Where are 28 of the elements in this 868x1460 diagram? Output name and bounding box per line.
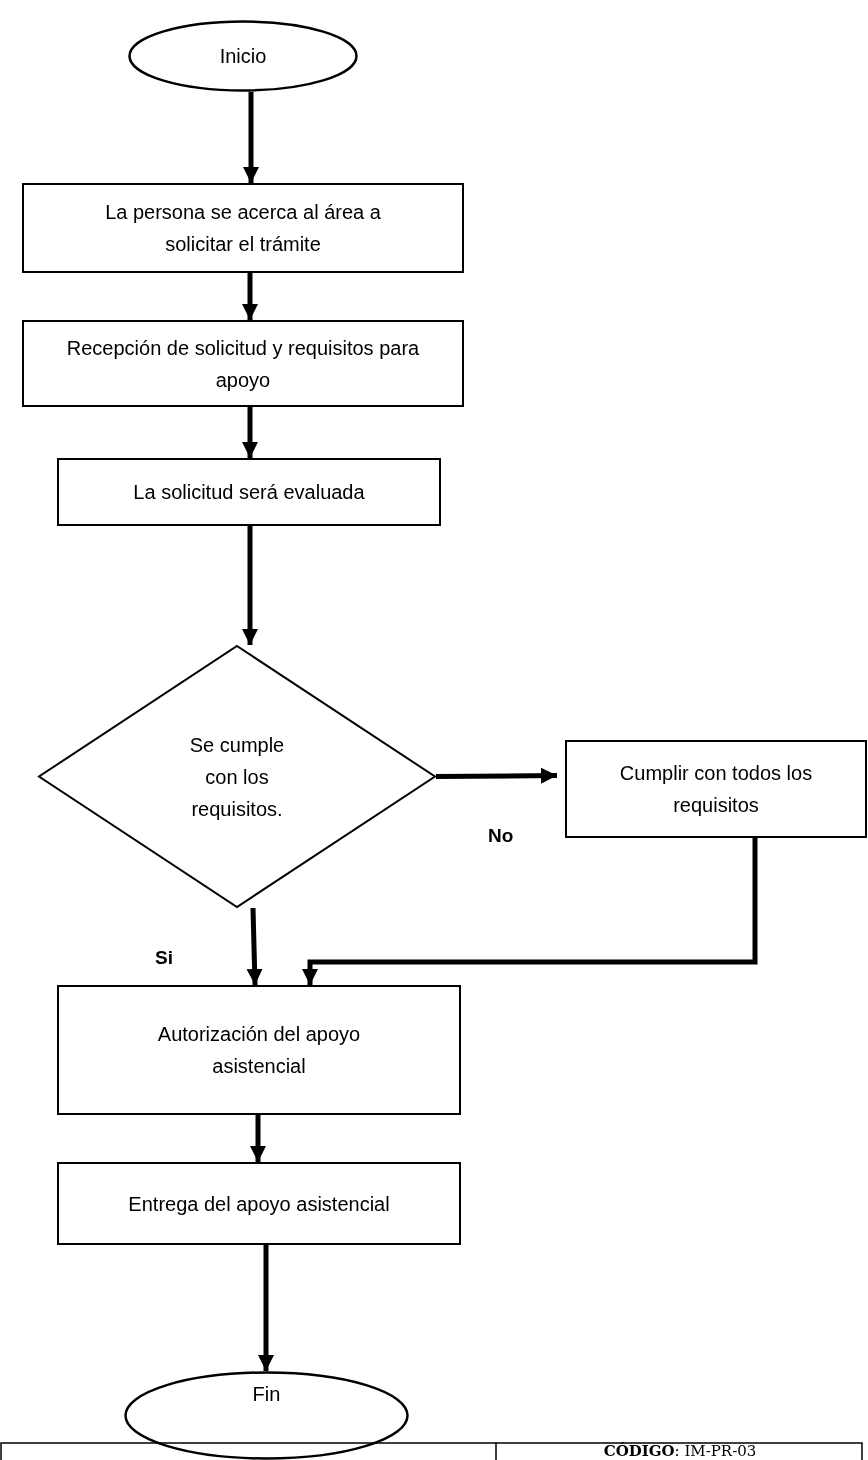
node-text: Inicio [219,44,267,69]
node-text: Autorización del apoyo asistencial [156,1022,362,1079]
process-box [22,320,464,407]
process-box [22,183,464,273]
arrow [242,526,258,645]
table-cell-text: CÓDIGO: IM-PR-03 [602,1442,758,1460]
node-text: Cumplir con todos los requisitos [618,761,814,818]
node-text: Se cumple con los requisitos. [188,732,286,822]
arrow [258,1245,274,1371]
arrow [302,838,758,985]
arrow [243,92,259,183]
process-box [565,740,867,838]
process-box [57,1162,461,1245]
arrow [242,273,258,320]
arrow [246,907,263,986]
node-text: Recepción de solicitud y requisitos para apoyo [65,335,421,393]
decision-diamond [38,645,436,908]
terminal-ellipse [128,20,358,92]
arrow [250,1115,266,1162]
arrow [242,407,258,458]
node-text: Fin [252,1381,281,1407]
terminal-ellipse [124,1371,409,1460]
node-text: Entrega del apoyo asistencial [128,1191,390,1217]
process-box [57,985,461,1115]
node-text: La persona se acerca al área a solicitar el trámite [104,200,382,257]
arrow [436,767,557,784]
process-box [57,458,441,526]
node-text: La solicitud será evaluada [133,480,365,505]
